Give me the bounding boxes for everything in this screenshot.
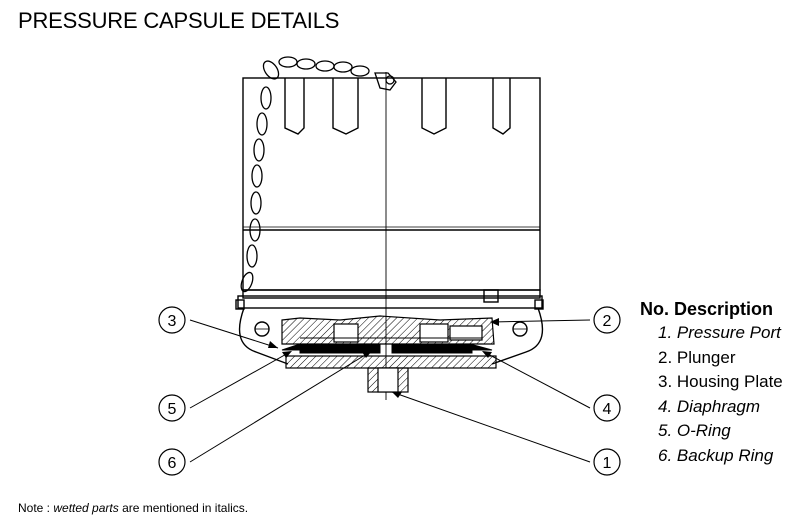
- arrowheads: [268, 318, 499, 398]
- legend-item-backup-ring: 6. Backup Ring: [658, 445, 774, 465]
- legend-item-pressure-port: 1. Pressure Port: [658, 323, 781, 342]
- page-title: PRESSURE CAPSULE DETAILS: [18, 8, 340, 33]
- note-emphasis: wetted parts: [53, 501, 119, 515]
- callout-label: 5: [168, 401, 177, 418]
- callout-1: 1: [593, 448, 621, 476]
- legend-item-plunger: 2. Plunger: [658, 347, 736, 367]
- legend-heading: No. Description: [640, 299, 774, 319]
- housing-body: [242, 77, 541, 299]
- callout-3: 3: [158, 306, 186, 334]
- footnote: Note : wetted parts are mentioned in ita…: [18, 501, 248, 515]
- callout-label: 1: [603, 455, 612, 472]
- callout-5: 5: [158, 394, 186, 422]
- callout-2: 2: [593, 306, 621, 334]
- retaining-chain: [240, 56, 397, 293]
- capsule-section: [281, 315, 497, 393]
- legend-item-o-ring: 5. O-Ring: [658, 421, 731, 441]
- diaphragm-seals: [281, 343, 493, 354]
- callout-label: 6: [168, 455, 177, 472]
- note-suffix: are mentioned in italics.: [118, 501, 249, 515]
- note-prefix: Note :: [18, 501, 54, 515]
- leader-lines: [189, 319, 591, 463]
- mounting-plate: [235, 289, 544, 365]
- callout-label: 4: [603, 401, 612, 418]
- callout-label: 2: [603, 313, 612, 330]
- parts-legend: No. Description 1. Pressure Port 2. Plun…: [640, 298, 810, 469]
- callout-label: 3: [168, 313, 177, 330]
- legend-item-diaphragm: 4. Diaphragm: [658, 396, 761, 416]
- callout-6: 6: [158, 448, 186, 476]
- callout-4: 4: [593, 394, 621, 422]
- legend-item-housing-plate: 3. Housing Plate: [658, 372, 783, 392]
